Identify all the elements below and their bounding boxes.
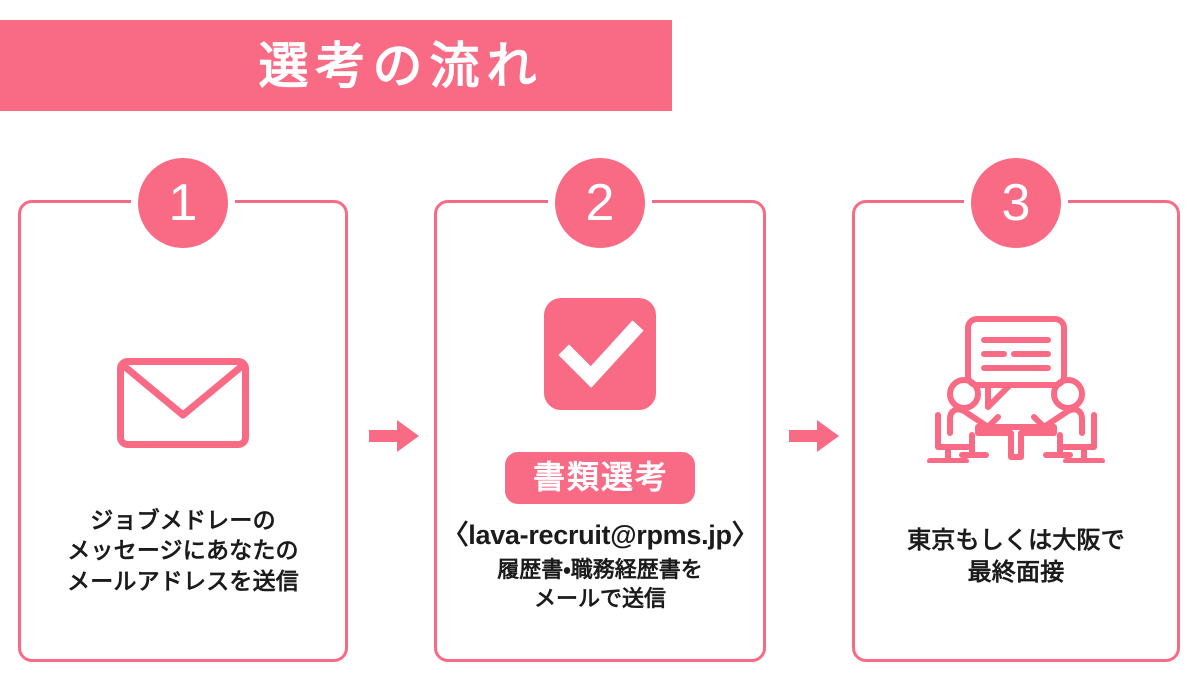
step-3-description: 東京もしくは大阪で 最終面接 (907, 527, 1125, 586)
step-number-badge-1: 1 (138, 158, 228, 248)
step-card-1-content: ジョブメドレーの メッセージにあなたの メールアドレスを送信 (21, 203, 345, 659)
step-1-description: ジョブメドレーの メッセージにあなたの メールアドレスを送信 (67, 507, 299, 594)
interview-icon-slot (926, 315, 1106, 463)
arrow-right-icon (789, 420, 839, 452)
page-header-banner: 選考の流れ (0, 20, 672, 111)
arrow-right-icon (369, 420, 419, 452)
step-card-2-content: 書類選考 〈lava-recruit@rpms.jp〉 履歴書・職務経歴書を メ… (437, 203, 763, 659)
envelope-icon-slot (117, 358, 249, 448)
step-2-email-address: 〈lava-recruit@rpms.jp〉 (441, 520, 759, 550)
page-title: 選考の流れ (258, 37, 544, 94)
step-number-badge-2: 2 (555, 158, 645, 248)
step-2-description: 履歴書・職務経歴書を メールで送信 (497, 557, 703, 611)
checkbox-checked-icon (544, 298, 656, 410)
step-card-2: 2 書類選考 〈lava-recruit@rpms.jp〉 履歴書・職務経歴書を… (434, 158, 766, 662)
step-card-1: 1 ジョブメドレーの メッセージにあなたの メールアドレスを送信 (18, 158, 348, 662)
checkbox-checked-icon-slot (544, 298, 656, 410)
step-card-3: 3 (852, 158, 1180, 662)
selection-flow-steps: 1 ジョブメドレーの メッセージにあなたの メールアドレスを送信 2 書類選考 (0, 155, 1200, 665)
document-screening-badge: 書類選考 (504, 452, 695, 504)
envelope-icon (117, 358, 249, 448)
flow-arrow-2 (789, 420, 839, 452)
interview-icon (927, 316, 1105, 463)
step-card-3-content: 東京もしくは大阪で 最終面接 (855, 203, 1177, 659)
flow-arrow-1 (369, 420, 419, 452)
step-number-badge-3: 3 (971, 158, 1061, 248)
